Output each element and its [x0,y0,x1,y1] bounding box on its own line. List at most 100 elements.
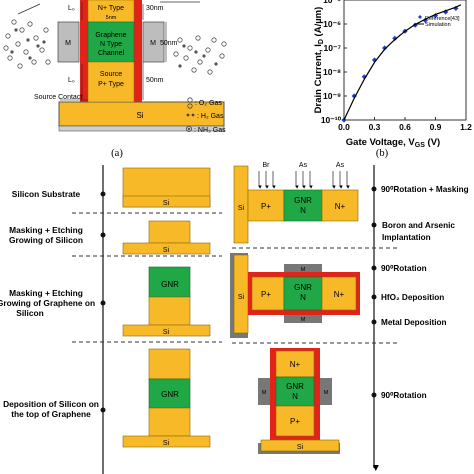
gas-cloud-left [3,19,51,69]
source-type-label: P+ Type [98,81,124,88]
left-dot-1 [100,191,106,197]
stage4-si-label: Si [163,440,170,447]
chart-series [341,4,462,123]
left-dot-4 [100,407,106,413]
r2-metal-top-label: M [301,267,306,273]
r1-si-label: Si [238,205,245,212]
stage2-si-label: Si [163,247,170,254]
r1-n-region [321,189,359,222]
step-silicon-substrate: Silicon Substrate [12,189,81,199]
right-dot-5 [371,319,377,325]
stage1-base [122,195,211,208]
x-axis-label: Gate Voltage, VGS (V) [346,137,440,149]
metal-gate-right-label: M [150,40,156,47]
gas-o2-label: : O₂ Gas [195,100,222,107]
y-tick-label: 10⁻⁵ [323,0,341,5]
r2-metal-bottom-label: M [301,317,306,323]
step-masking-etching-2: Masking + Etching [9,288,83,298]
channel-label: Channel [98,50,125,57]
left-dot-2 [100,232,106,238]
r2-p-label: P+ [261,290,271,299]
chart-legend: Reference[43] Simulation [414,15,460,28]
process-flow: Silicon Substrate Masking + Etching Grow… [0,162,469,474]
left-dot-3 [100,300,106,306]
stage4-top-si [148,348,191,380]
y-tick-label: 10⁻⁷ [324,43,342,53]
r2-gnr-label: GNR [294,283,312,292]
step-deposition-silicon: Deposition of Silicon on [3,399,99,409]
right-dot-1 [371,186,377,192]
source-label: Source [100,71,122,78]
x-tick-label: 0.9 [430,122,442,132]
step-rotation-3: 90⁰Rotation [381,391,427,400]
legend-reference-marker [418,15,422,19]
r3-n-label: N [292,392,298,401]
y-axis-label: Drain Current, ID (A/µm) [313,7,325,114]
r2-n-label: N [300,293,306,302]
r1-as-label-1: As [299,162,308,169]
reference-point [392,35,398,41]
l0-bottom: L₀ [68,77,75,84]
stage4-base [122,435,211,448]
r2-p-region [251,276,285,311]
r3-si-base [260,439,340,452]
right-dot-3 [371,265,377,271]
x-tick-label: 0.0 [338,122,350,132]
reference-point [422,17,428,23]
y-tick-label: 10⁻⁹ [323,91,341,101]
r1-implant-arrows [258,171,350,189]
pointer-line-left [17,3,41,15]
caption-b: (b) [376,148,389,159]
x-tick-label: 0.3 [369,122,381,132]
reference-point [412,22,418,28]
r3-n-region [275,350,315,378]
caption-a: (a) [111,148,123,159]
legend-simulation-text: Simulation [425,22,451,28]
r3-metal-right-label: M [324,390,329,396]
step-rotation-2: 90⁰Rotation [381,264,427,273]
r2-si-label: Si [238,294,245,301]
r3-metal-left-label: M [262,390,267,396]
r3-p-label: P+ [290,417,300,426]
r1-gnr-label: GNR [294,196,312,205]
stage3-base [122,324,211,337]
simulation-line [343,4,462,121]
si-label: Si [136,111,143,120]
step-hfo2-deposition: HfO₂ Deposition [381,293,444,302]
stage1-si-label: Si [163,200,170,207]
gas-h2-label: : H₂ Gas [197,113,224,120]
r3-metal-right [320,378,332,405]
stage2-base [122,242,211,255]
right-dot-4 [371,294,377,300]
reference-point [351,93,357,99]
dim-top: 30nm [146,5,164,12]
step-on-silicon: Silicon [16,308,43,318]
r2-gnr [283,276,323,311]
r3-p-region [275,405,315,437]
dim-width: 5nm [106,15,117,21]
r1-n-plus-label: N+ [335,202,346,211]
x-tick-label: 0.6 [399,122,411,132]
source-region [87,61,135,103]
si-substrate-base [58,125,225,132]
r2-metal-top [284,264,322,273]
metal-gate-right [142,21,165,63]
r2-n-region [321,276,357,311]
panel-a: Si M M N+ Type Graphene N Type Channel S… [3,0,227,134]
r1-p-region [247,189,285,222]
step-implantation: Implantation [382,233,431,242]
l0-top: L₀ [68,5,75,12]
right-dot-6 [371,392,377,398]
stage4-gnr [148,378,191,409]
dim-mid: 50nm [160,40,178,47]
y-tick-label: 10⁻¹⁰ [321,115,342,125]
step-masking-etching-1: Masking + Etching [9,225,83,235]
stage3-gnr-label: GNR [161,280,179,289]
r3-metal-left [258,378,270,405]
r1-n-label: N [300,206,306,215]
stage2-pillar [148,220,191,244]
step-top-of-graphene: the top of Graphene [11,409,91,419]
x-tick-label: 1.2 [460,122,472,132]
